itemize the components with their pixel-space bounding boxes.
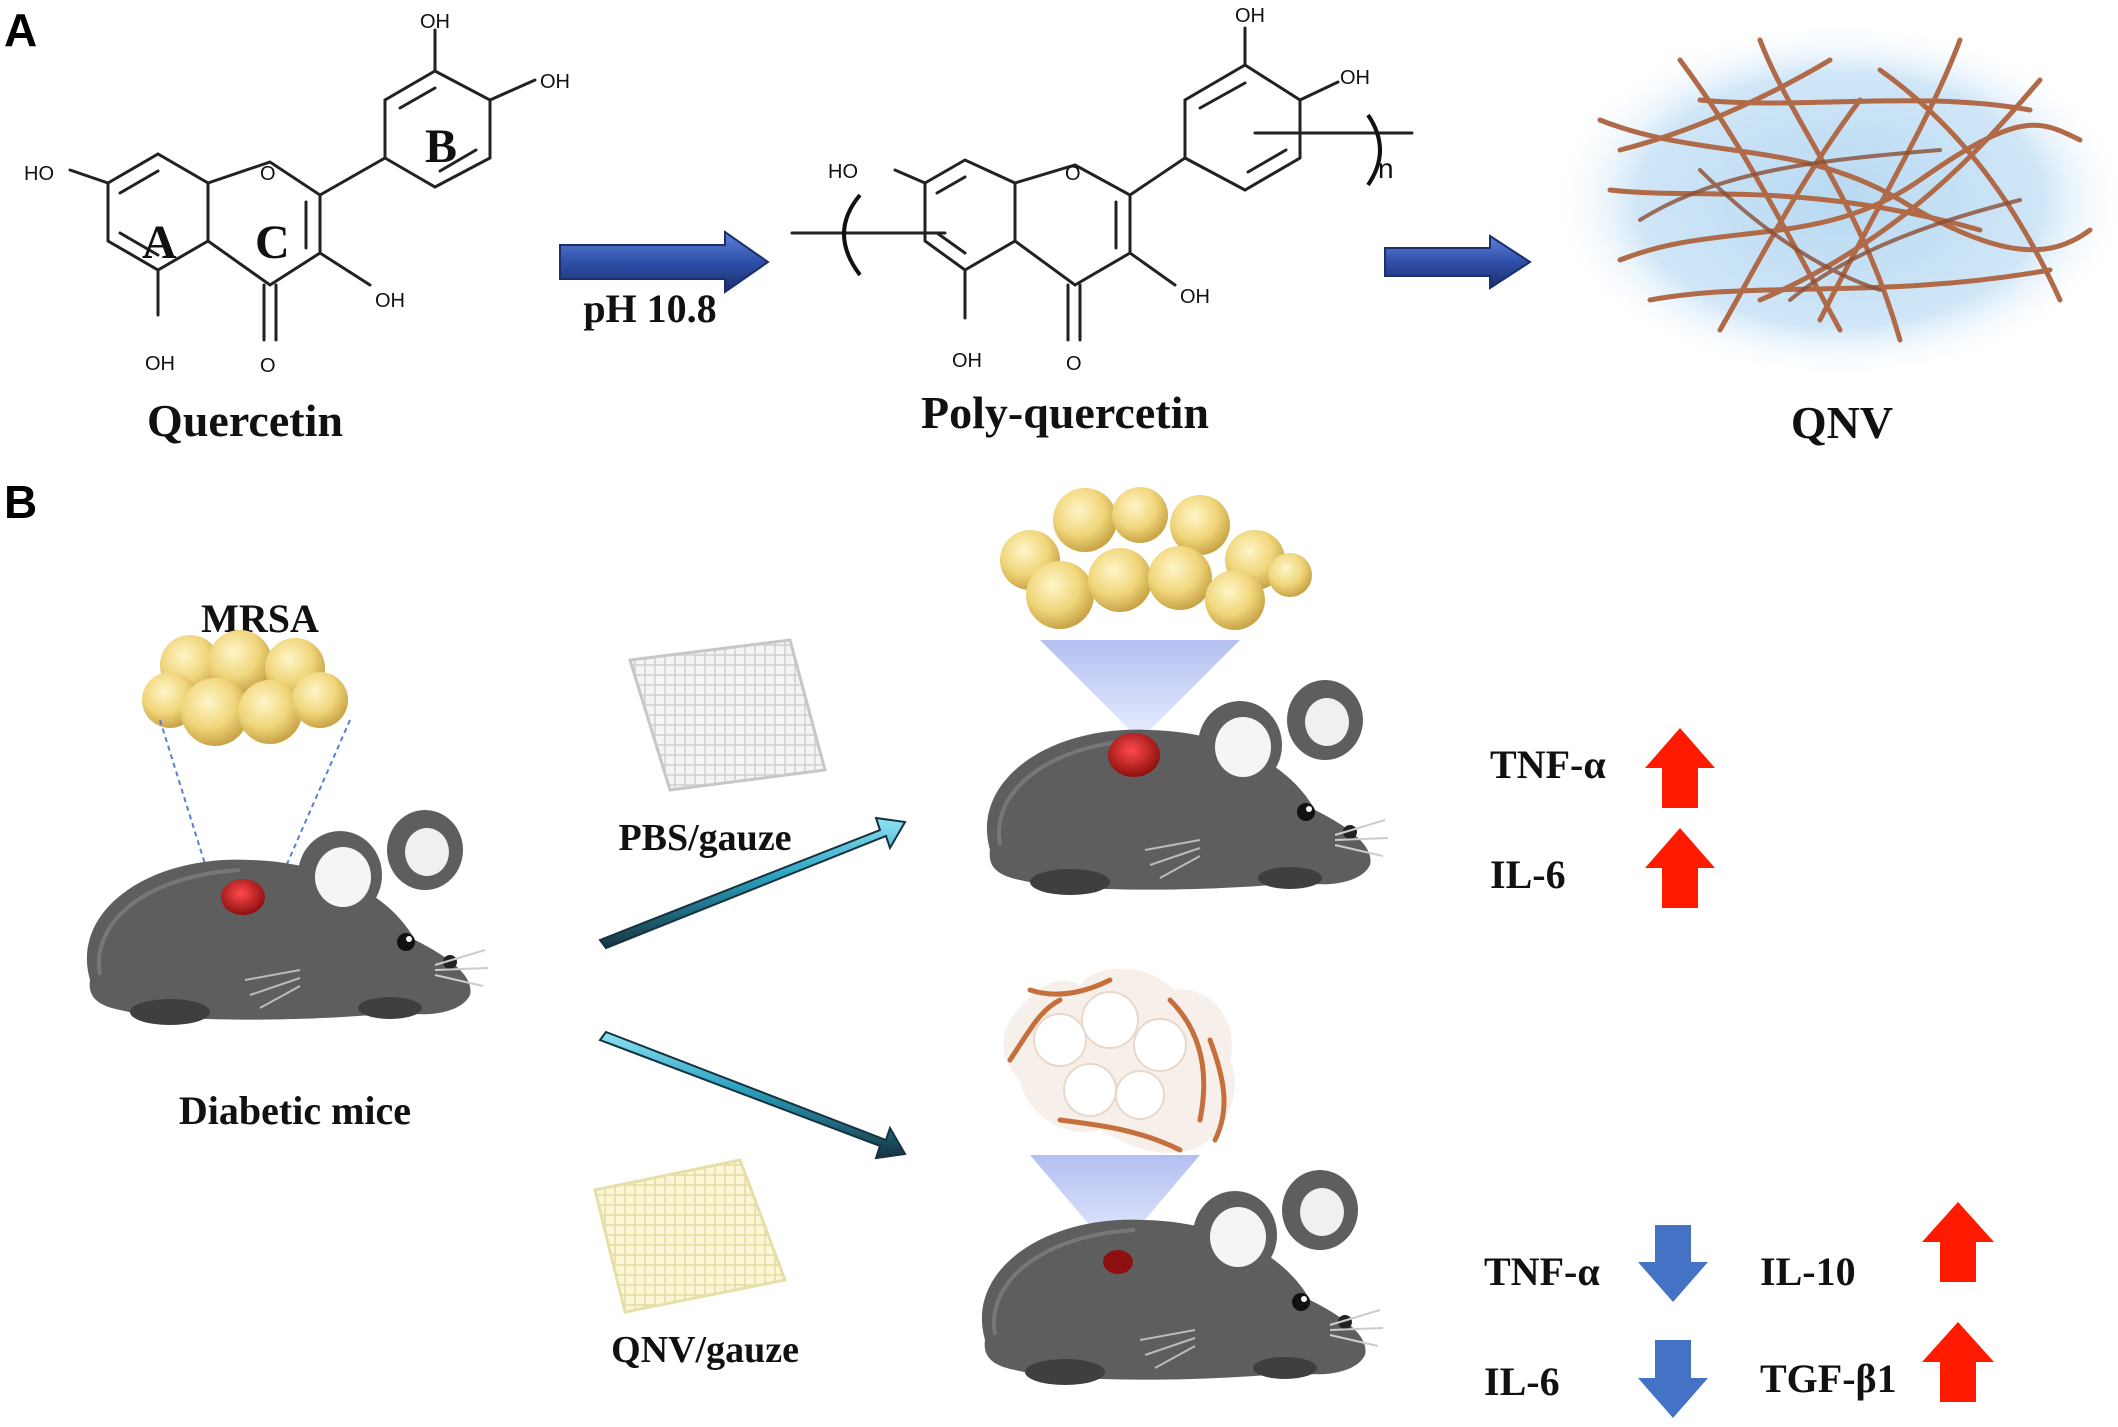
poly-oh-c3: OH bbox=[1180, 286, 1210, 308]
quercetin-ho-left: HO bbox=[24, 163, 54, 185]
qnv-nanofiber-network bbox=[1550, 20, 2118, 380]
panel-a-label: A bbox=[4, 4, 37, 56]
poly-quercetin-name: Poly-quercetin bbox=[921, 387, 1209, 438]
treatment-arrow-test bbox=[598, 1030, 907, 1160]
control-magnification-cone bbox=[1040, 640, 1240, 740]
infected-wound bbox=[221, 879, 265, 915]
quercetin-structure bbox=[68, 28, 537, 342]
control-mouse bbox=[984, 678, 1390, 897]
quercetin-oh-top: OH bbox=[420, 11, 450, 33]
poly-oh-top: OH bbox=[1235, 5, 1265, 27]
poly-oh-bottom: OH bbox=[952, 350, 982, 372]
panel-b-label: B bbox=[4, 476, 37, 528]
poly-oh-right: OH bbox=[1340, 67, 1370, 89]
test-il6-down-arrow bbox=[1638, 1340, 1708, 1418]
ring-c-label: C bbox=[255, 216, 290, 269]
test-qnv-bacteria bbox=[1003, 968, 1236, 1153]
diabetic-mouse bbox=[84, 808, 490, 1027]
reaction-arrow-2 bbox=[1384, 234, 1532, 290]
control-marker-il6-label: IL-6 bbox=[1490, 852, 1566, 897]
qnv-name: QNV bbox=[1791, 397, 1893, 448]
test-marker-tgf-label: TGF-β1 bbox=[1760, 1356, 1897, 1401]
pbs-gauze-label: PBS/gauze bbox=[618, 817, 791, 859]
reaction-arrow-1 bbox=[559, 230, 770, 294]
test-wound bbox=[1103, 1250, 1133, 1274]
quercetin-name: Quercetin bbox=[147, 395, 343, 446]
ring-b-label: B bbox=[425, 120, 457, 173]
test-marker-il10-label: IL-10 bbox=[1760, 1249, 1856, 1294]
qnv-gauze bbox=[593, 1158, 788, 1314]
control-tnf-up-arrow bbox=[1645, 728, 1715, 808]
mrsa-bacteria-cluster bbox=[142, 630, 348, 746]
control-il6-up-arrow bbox=[1645, 828, 1715, 908]
poly-carbonyl-oxygen: O bbox=[1066, 353, 1082, 375]
treatment-arrow-control bbox=[598, 816, 907, 950]
diabetic-mice-label: Diabetic mice bbox=[179, 1088, 411, 1133]
poly-ring-oxygen: O bbox=[1065, 163, 1081, 185]
test-tnf-down-arrow bbox=[1638, 1225, 1708, 1302]
test-il10-up-arrow bbox=[1922, 1202, 1994, 1282]
reaction-condition: pH 10.8 bbox=[583, 286, 716, 331]
qnv-gauze-label: QNV/gauze bbox=[611, 1329, 799, 1371]
poly-quercetin-structure bbox=[790, 26, 1414, 342]
pbs-gauze bbox=[628, 638, 827, 792]
ring-a-label: A bbox=[142, 216, 177, 269]
test-magnification-cone bbox=[1030, 1155, 1200, 1255]
quercetin-oh-right: OH bbox=[540, 71, 570, 93]
quercetin-oh-bottom: OH bbox=[145, 353, 175, 375]
test-mouse bbox=[979, 1168, 1385, 1387]
control-marker-tnf-label: TNF-α bbox=[1490, 742, 1606, 787]
test-marker-il6-label: IL-6 bbox=[1484, 1359, 1560, 1404]
quercetin-oh-c3: OH bbox=[375, 290, 405, 312]
poly-ho-left: HO bbox=[828, 161, 858, 183]
mrsa-label: MRSA bbox=[201, 596, 319, 641]
quercetin-carbonyl-oxygen: O bbox=[260, 355, 276, 377]
quercetin-ring-oxygen: O bbox=[260, 163, 276, 185]
test-tgf-up-arrow bbox=[1922, 1322, 1994, 1402]
repeat-subscript: n bbox=[1378, 153, 1394, 184]
test-marker-tnf-label: TNF-α bbox=[1484, 1249, 1600, 1294]
control-mrsa-cluster bbox=[1000, 487, 1312, 630]
control-wound bbox=[1108, 733, 1160, 777]
